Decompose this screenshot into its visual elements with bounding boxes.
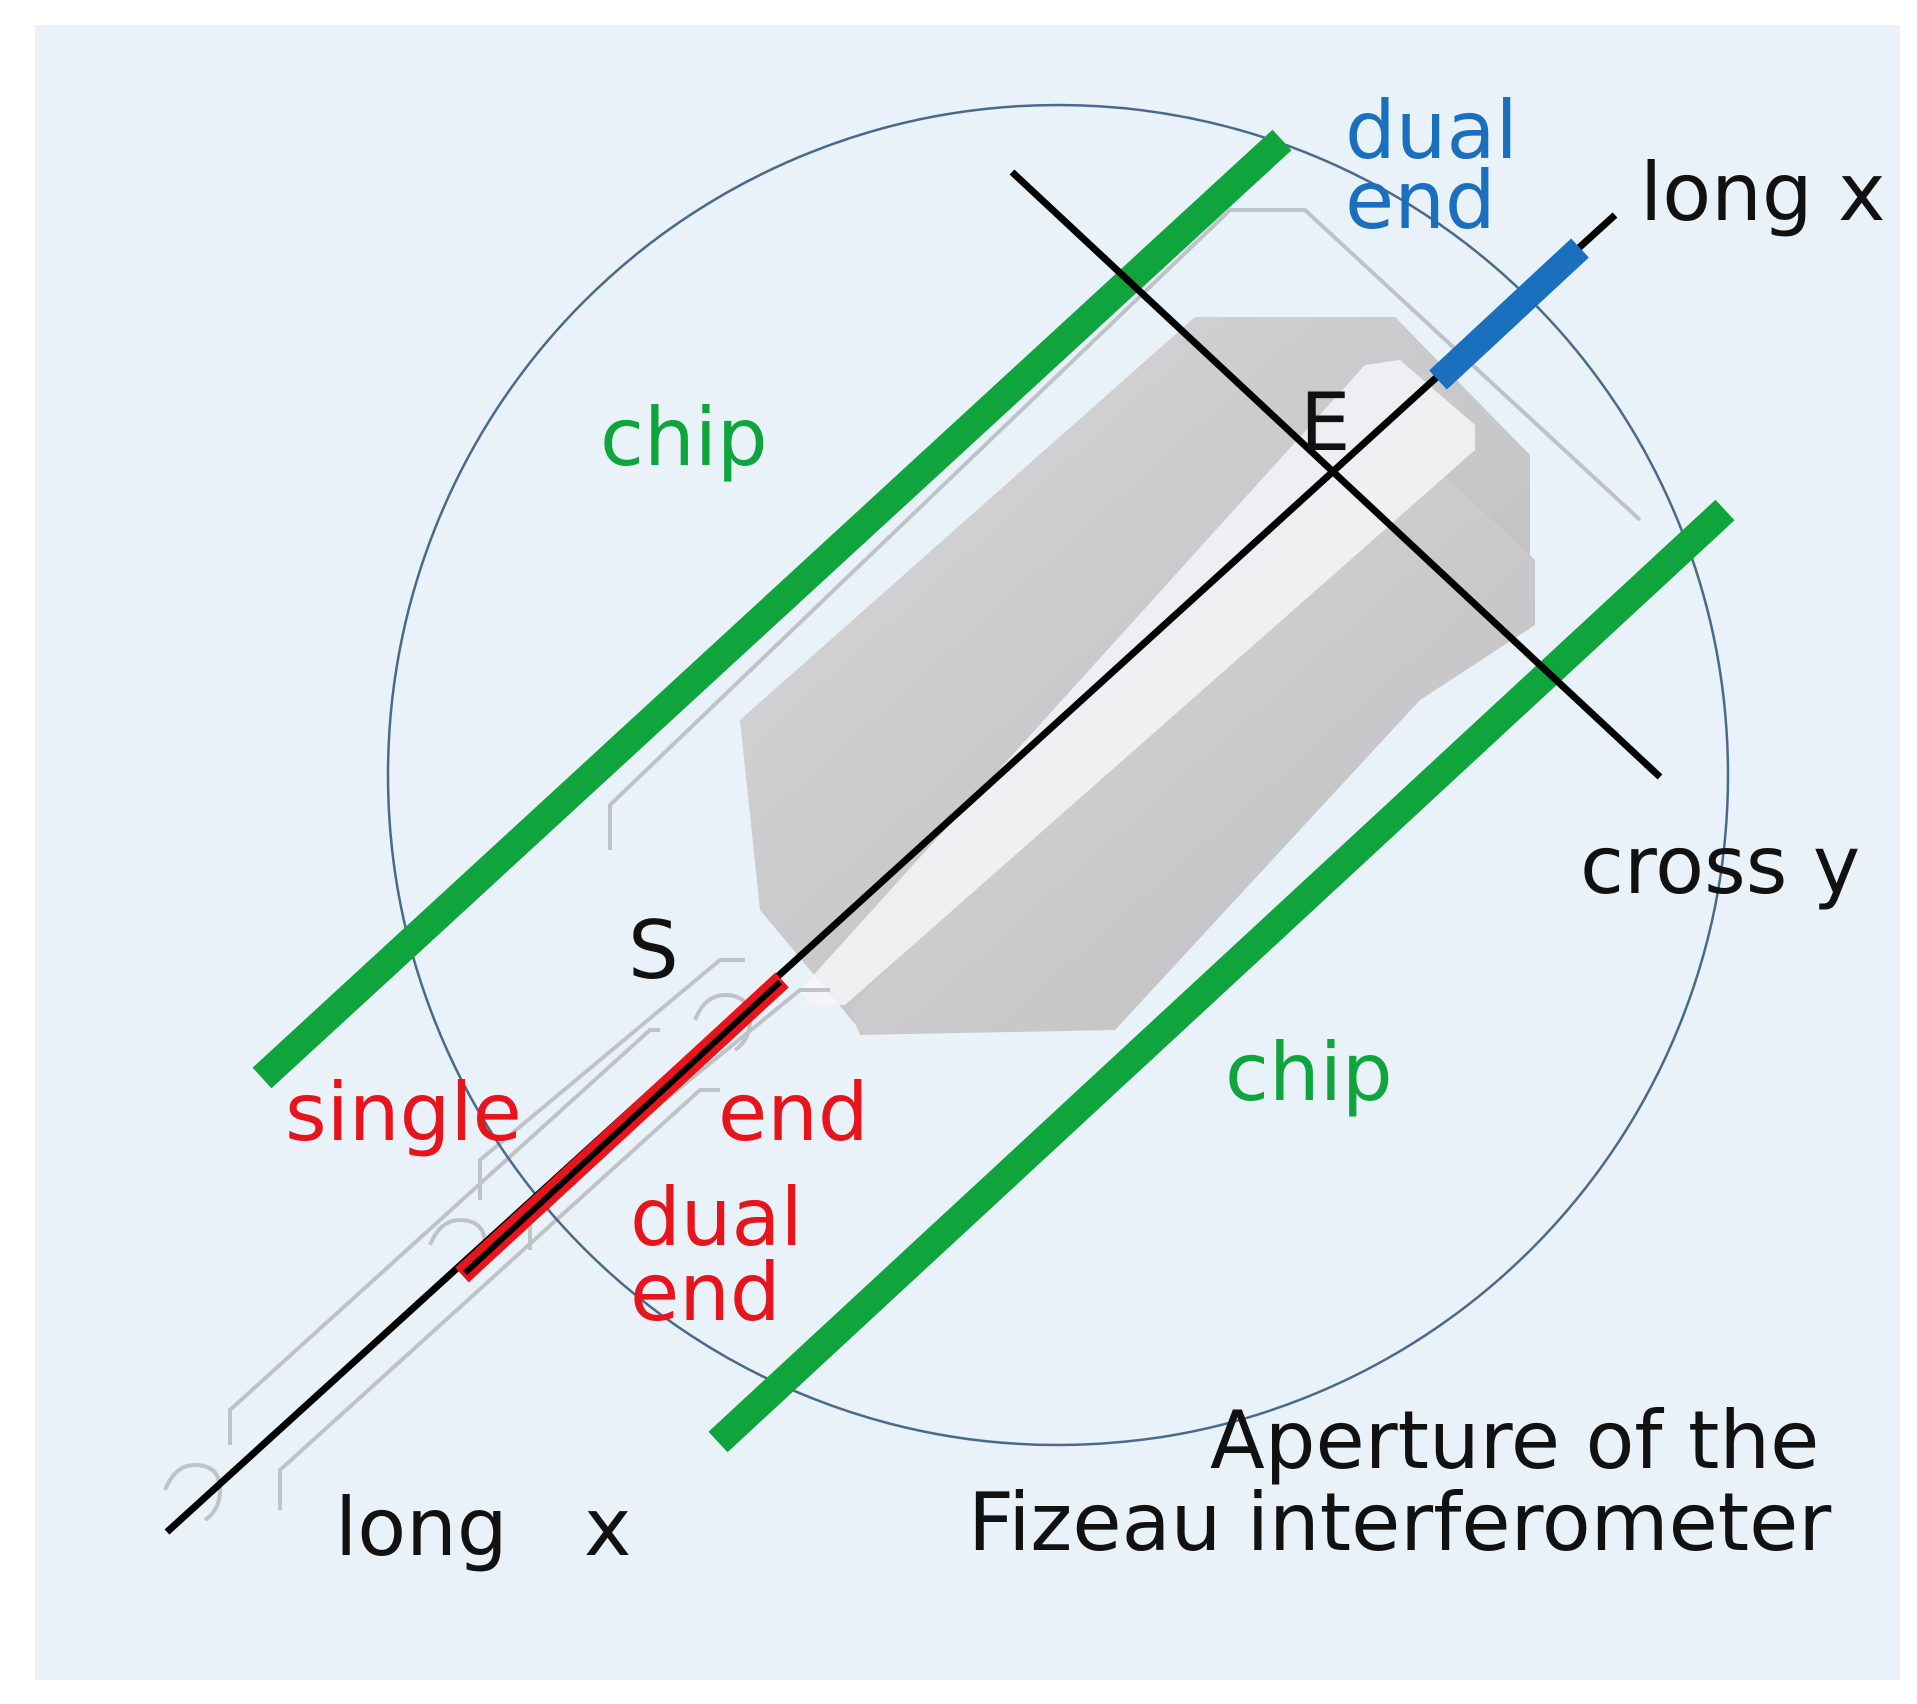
dual-end-bottom-label-line2: end <box>630 1246 781 1339</box>
dual-end-top-label-line2: end <box>1345 154 1496 247</box>
lower-left-trace-3 <box>478 958 745 1200</box>
lower-left-trace-2 <box>278 1088 720 1510</box>
single-end-core <box>462 979 783 1276</box>
border-strip <box>0 1680 1917 1704</box>
dual-end-top-label-line1: dual <box>1345 84 1518 177</box>
aperture-label-line2: Fizeau interferometer <box>968 1476 1831 1569</box>
chip-bottom-label: chip <box>1225 1026 1393 1119</box>
lower-left-trace-1 <box>228 1028 660 1445</box>
aperture-circle <box>386 103 1730 1447</box>
single-label: single <box>285 1066 522 1159</box>
hook-trace-1 <box>163 1462 223 1522</box>
chip-top-label: chip <box>600 391 768 484</box>
point-s-label: S <box>628 904 679 997</box>
aperture-label-line1: Aperture of the <box>1210 1394 1819 1487</box>
point-e-label: E <box>1300 376 1351 469</box>
dual-end-segment <box>1429 238 1589 390</box>
chip-edge-line-lower <box>708 499 1735 1453</box>
cross-y-axis <box>1009 169 1663 780</box>
chip-structure <box>163 208 1642 1522</box>
white-slot <box>800 360 1475 1005</box>
hook-trace-3 <box>693 992 753 1052</box>
dual-end-bottom-label-line1: dual <box>630 1171 803 1264</box>
upper-outline-trace <box>608 208 1642 850</box>
end-red-label: end <box>718 1066 869 1159</box>
cross-y-label: cross y <box>1580 819 1860 912</box>
long-x-axis <box>164 212 1618 1535</box>
long-x-top-label: long x <box>1640 146 1885 239</box>
chip-edge-line-upper <box>252 129 1292 1089</box>
long-x-bottom-label: long x <box>335 1481 631 1574</box>
lower-gray-cavity <box>850 430 1535 1035</box>
